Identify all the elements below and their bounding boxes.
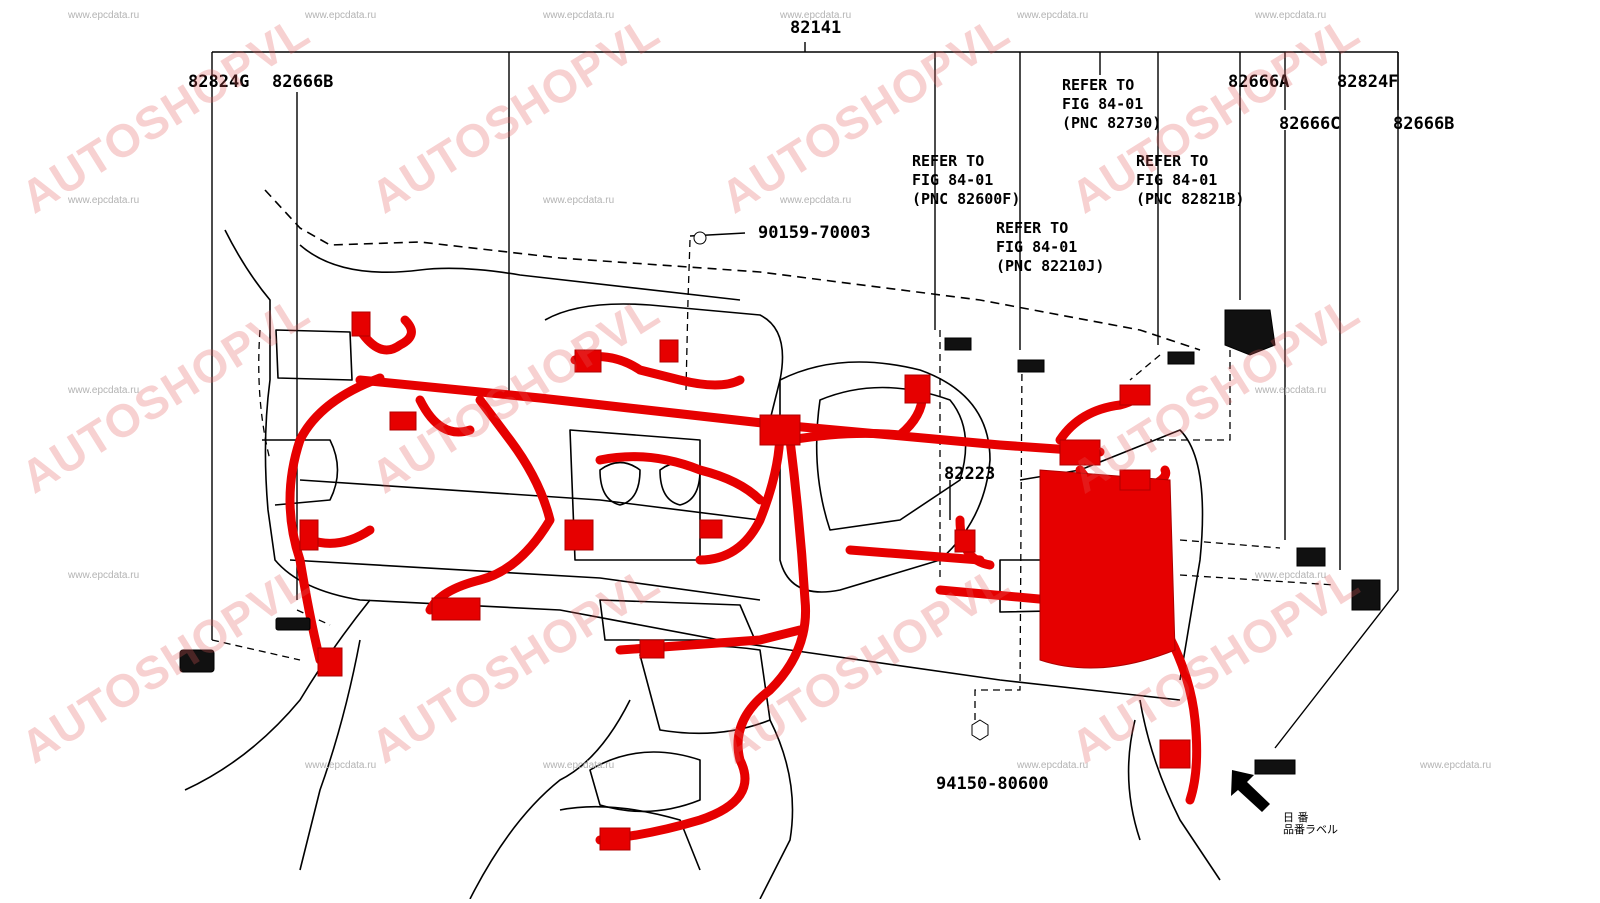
- watermark-site: www.epcdata.ru: [1420, 760, 1492, 771]
- watermark-site: www.epcdata.ru: [780, 195, 852, 206]
- watermark-site: www.epcdata.ru: [68, 195, 140, 206]
- label-82666c: 82666C: [1279, 114, 1341, 134]
- label-82666b-left: 82666B: [272, 72, 334, 92]
- label-82824g: 82824G: [188, 72, 250, 92]
- refer-note-82600f: REFER TO FIG 84-01 (PNC 82600F): [912, 152, 1020, 209]
- watermark-site: www.epcdata.ru: [1255, 10, 1327, 21]
- watermark-site: www.epcdata.ru: [68, 570, 140, 581]
- jp-line-2: 品番ラベル: [1283, 823, 1338, 836]
- watermark-site: www.epcdata.ru: [305, 10, 377, 21]
- watermark-site: www.epcdata.ru: [543, 760, 615, 771]
- refer-note-line: (PNC 82600F): [912, 190, 1021, 208]
- watermark-site: www.epcdata.ru: [543, 10, 615, 21]
- loose-parts: [179, 231, 1381, 775]
- watermark-site: www.epcdata.ru: [68, 385, 140, 396]
- label-90159-70003: 90159-70003: [758, 223, 871, 243]
- label-82223: 82223: [944, 464, 996, 484]
- refer-note-line: (PNC 82730): [1062, 114, 1162, 132]
- arrow-mark: [1231, 770, 1270, 812]
- label-82666a: 82666A: [1228, 72, 1290, 92]
- harness-junction-block: [1039, 439, 1176, 669]
- refer-note-82210j: REFER TO FIG 84-01 (PNC 82210J): [996, 219, 1104, 276]
- refer-note-line: REFER TO: [1062, 76, 1135, 94]
- refer-note-line: REFER TO: [1136, 152, 1209, 170]
- watermark-site: www.epcdata.ru: [780, 10, 852, 21]
- watermark-site: www.epcdata.ru: [1255, 385, 1327, 396]
- callout-leader-lines: [211, 42, 1399, 749]
- watermark-site: www.epcdata.ru: [1255, 570, 1327, 581]
- refer-note-line: FIG 84-01: [1136, 171, 1218, 189]
- refer-note-82730: REFER TO FIG 84-01 (PNC 82730): [1062, 76, 1161, 133]
- watermark-site: www.epcdata.ru: [1017, 760, 1089, 771]
- watermark-site: www.epcdata.ru: [543, 195, 615, 206]
- refer-note-line: FIG 84-01: [996, 238, 1078, 256]
- label-94150-80600: 94150-80600: [936, 774, 1049, 794]
- refer-note-line: FIG 84-01: [912, 171, 994, 189]
- watermark-site: www.epcdata.ru: [305, 760, 377, 771]
- refer-note-line: (PNC 82210J): [996, 257, 1105, 275]
- label-82666b-right: 82666B: [1393, 114, 1455, 134]
- part-number-label-note: 日 番 品番ラベル: [1283, 812, 1338, 836]
- label-82824f: 82824F: [1337, 72, 1399, 92]
- refer-note-line: REFER TO: [996, 219, 1069, 237]
- harness-connectors: [299, 311, 1191, 851]
- label-82141: 82141: [790, 18, 842, 38]
- watermark-site: www.epcdata.ru: [1017, 10, 1089, 21]
- refer-note-line: (PNC 82821B): [1136, 190, 1245, 208]
- refer-note-line: REFER TO: [912, 152, 985, 170]
- refer-note-line: FIG 84-01: [1062, 95, 1144, 113]
- watermark-site: www.epcdata.ru: [68, 10, 140, 21]
- jp-line-1: 日 番: [1283, 811, 1309, 824]
- refer-note-82821b: REFER TO FIG 84-01 (PNC 82821B): [1136, 152, 1244, 209]
